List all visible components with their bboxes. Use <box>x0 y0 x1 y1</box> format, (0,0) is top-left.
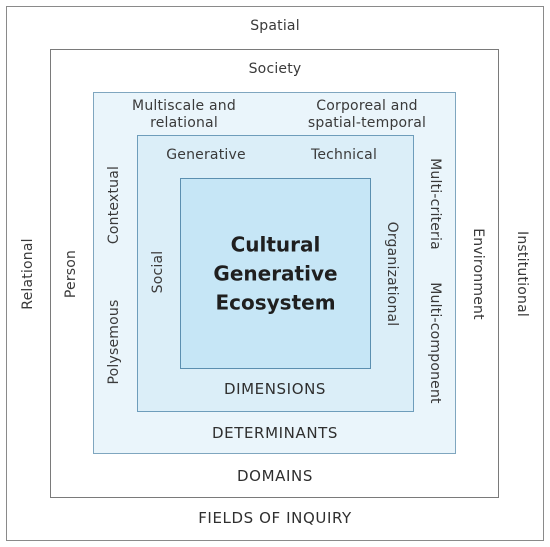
determinant-multiscale-label: Multiscale and relational <box>132 98 236 131</box>
determinant-corporeal-label: Corporeal and spatial-temporal <box>307 98 427 131</box>
determinant-polysemous-label: Polysemous <box>106 299 122 385</box>
domain-society-label: Society <box>248 61 302 77</box>
determinant-multi-component-label: Multi-component <box>427 282 443 404</box>
dimension-generative-label: Generative <box>166 147 246 163</box>
field-relational-label: Relational <box>20 238 36 310</box>
determinants-caption: DETERMINANTS <box>211 424 339 442</box>
determinant-multi-criteria-label: Multi-criteria <box>427 158 443 250</box>
fields-of-inquiry-caption: FIELDS OF INQUIRY <box>198 509 352 527</box>
domains-caption: DOMAINS <box>237 467 313 485</box>
domain-person-label: Person <box>63 249 79 299</box>
field-spatial-label: Spatial <box>250 18 300 34</box>
field-institutional-label: Institutional <box>514 231 530 317</box>
determinant-contextual-label: Contextual <box>106 165 122 245</box>
dimension-organizational-label: Organizational <box>384 221 400 327</box>
dimension-technical-label: Technical <box>310 147 378 163</box>
dimension-social-label: Social <box>150 250 166 294</box>
domain-environment-label: Environment <box>470 228 486 320</box>
dimensions-caption: DIMENSIONS <box>223 380 327 398</box>
